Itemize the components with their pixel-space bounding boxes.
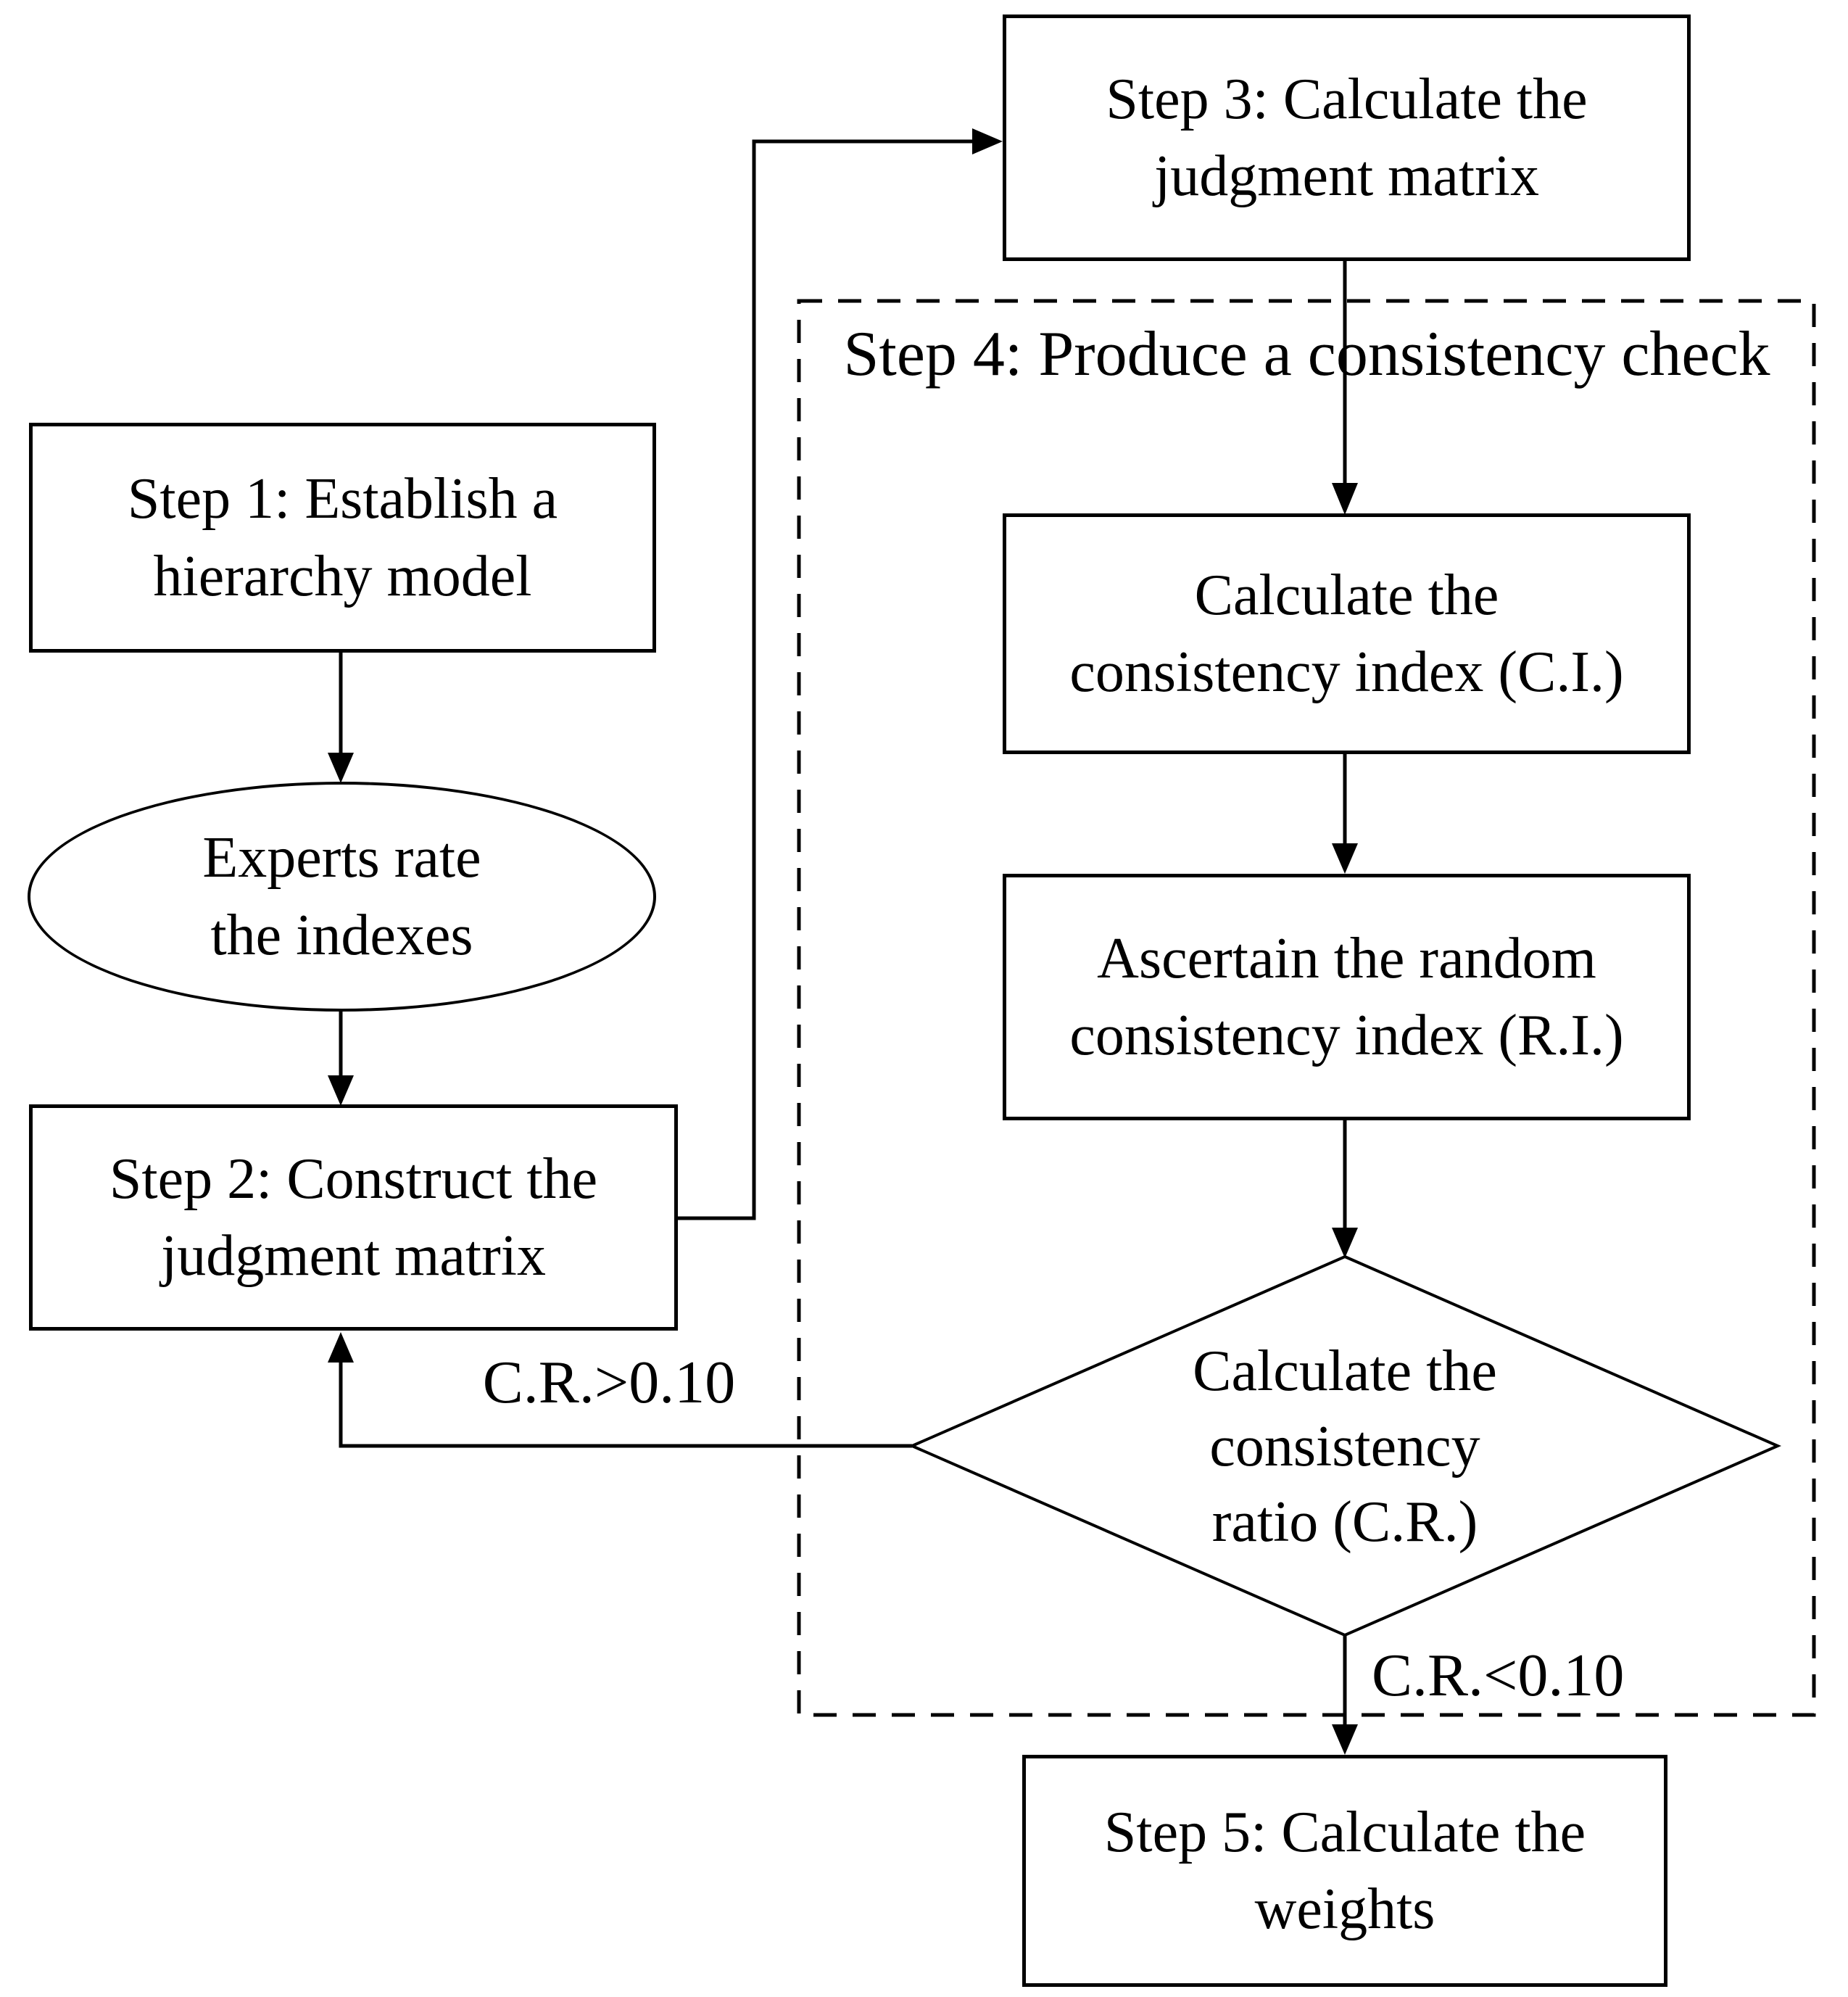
ri-text-line: Ascertain the random xyxy=(1097,926,1596,991)
arrow-step3-to-ci-head xyxy=(1332,483,1358,515)
ci-text-line: consistency index (C.I.) xyxy=(1069,640,1624,704)
label-cr-greater: C.R.>0.10 xyxy=(482,1349,736,1416)
step5-box: Step 5: Calculate the weights xyxy=(1022,1755,1667,1987)
cr-text-line: ratio (C.R.) xyxy=(1211,1490,1478,1554)
ci-text-line: Calculate the xyxy=(1194,563,1499,627)
experts-text-line: the indexes xyxy=(210,903,473,967)
arrow-ri-to-diamond-head xyxy=(1332,1228,1358,1258)
arrow-ci-to-ri-head xyxy=(1332,843,1358,874)
cr-text-line: Calculate the xyxy=(1193,1339,1497,1403)
arrow-experts-to-step2-head xyxy=(328,1075,354,1106)
step5-text-line: Step 5: Calculate the xyxy=(1103,1800,1586,1864)
experts-ellipse: Experts rate the indexes xyxy=(28,782,656,1012)
step3-text-line: Step 3: Calculate the xyxy=(1106,67,1588,131)
step2-text-line: judgment matrix xyxy=(160,1224,546,1288)
decision-diamond-label: Calculate the consistency ratio (C.R.) xyxy=(1084,1287,1606,1606)
ri-text-line: consistency index (R.I.) xyxy=(1069,1004,1624,1067)
step5-text-line: weights xyxy=(1254,1877,1435,1941)
step1-text-line: hierarchy model xyxy=(153,544,532,608)
step1-box: Step 1: Establish a hierarchy model xyxy=(29,423,656,653)
connector-diamond-to-step2-head xyxy=(328,1332,354,1363)
arrow-diamond-to-step5-head xyxy=(1332,1724,1358,1755)
step3-text-line: judgment matrix xyxy=(1153,144,1539,208)
ci-box: Calculate the consistency index (C.I.) xyxy=(1003,513,1691,754)
arrow-step1-to-experts-head xyxy=(328,753,354,783)
step1-text-line: Step 1: Establish a xyxy=(127,467,558,532)
step3-box: Step 3: Calculate the judgment matrix xyxy=(1003,15,1691,261)
cr-text-line: consistency xyxy=(1209,1415,1480,1479)
label-cr-less: C.R.<0.10 xyxy=(1372,1642,1625,1709)
step4-region-label: Step 4: Produce a consistency check xyxy=(843,319,1770,389)
ri-box: Ascertain the random consistency index (… xyxy=(1003,874,1691,1120)
step2-text-line: Step 2: Construct the xyxy=(109,1146,598,1211)
experts-text-line: Experts rate xyxy=(202,826,481,890)
connector-step2-to-step3-head xyxy=(972,128,1003,154)
step2-box: Step 2: Construct the judgment matrix xyxy=(29,1104,678,1331)
connector-step2-to-step3-line xyxy=(678,139,972,1220)
